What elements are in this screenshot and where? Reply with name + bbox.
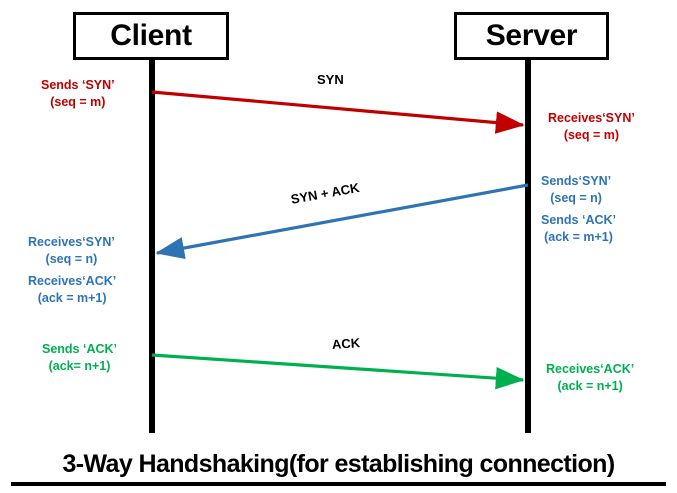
annotation-client-sends-syn: Sends ‘SYN’ (seq = m) [41, 77, 115, 111]
annotation-line-1: Sends‘SYN’ [541, 174, 612, 188]
annotation-line-2: (ack = m+1) [37, 291, 107, 305]
diagram-title: 3-Way Handshaking(for establishing conne… [11, 450, 666, 486]
annotation-line-1: Sends ‘SYN’ [41, 78, 115, 92]
annotation-line-2: (ack = m+1) [544, 230, 613, 244]
annotation-client-receives-ack: Receives‘ACK’ (ack = m+1) [28, 273, 116, 307]
annotation-server-sends-syn: Sends‘SYN’ (seq = n) [541, 173, 611, 207]
ack-message-label: ACK [331, 335, 361, 352]
annotation-server-receives-syn: Receives‘SYN’ (seq = m) [548, 110, 635, 144]
annotation-line-1: Sends ‘ACK’ [541, 213, 617, 227]
annotation-server-sends-ack: Sends ‘ACK’ (ack = m+1) [541, 212, 616, 246]
syn-arrow [151, 90, 525, 134]
annotation-client-receives-syn: Receives‘SYN’ (seq = n) [28, 234, 115, 268]
annotation-line-1: Receives‘SYN’ [548, 111, 635, 125]
server-node-box: Server [454, 12, 609, 60]
annotation-line-2: (ack = n+1) [557, 379, 623, 393]
annotation-line-1: Receives‘SYN’ [28, 235, 115, 249]
annotation-line-1: Receives‘ACK’ [546, 362, 635, 376]
syn-ack-arrow [155, 183, 529, 260]
annotation-line-1: Sends ‘ACK’ [42, 342, 118, 356]
client-node-label: Client [110, 19, 192, 52]
annotation-line-2: (seq = m) [50, 95, 106, 109]
server-node-label: Server [485, 19, 578, 52]
ack-arrow [151, 353, 525, 390]
client-node-box: Client [73, 12, 229, 60]
syn-message-label: SYN [317, 72, 344, 87]
annotation-line-1: Receives‘ACK’ [28, 274, 117, 288]
annotation-client-sends-ack: Sends ‘ACK’ (ack= n+1) [42, 341, 117, 375]
annotation-line-2: (seq = n) [45, 252, 98, 266]
annotation-line-2: (seq = n) [550, 191, 602, 205]
annotation-line-2: (ack= n+1) [48, 359, 111, 373]
annotation-server-receives-ack: Receives‘ACK’ (ack = n+1) [546, 361, 634, 395]
annotation-line-2: (seq = m) [563, 128, 620, 142]
